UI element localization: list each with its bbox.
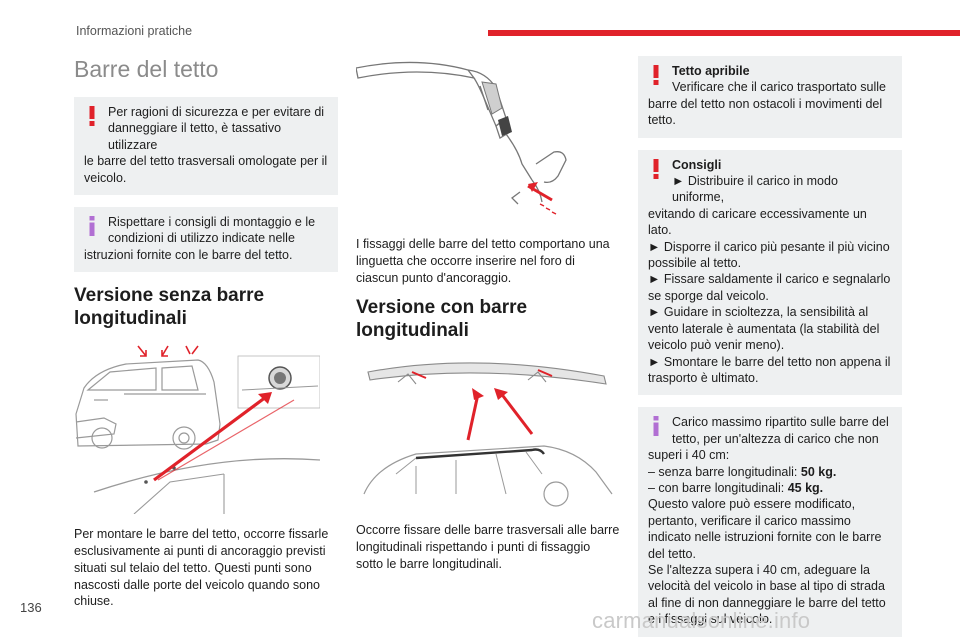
- column-2: I fissaggi delle barre del tetto comport…: [356, 52, 620, 583]
- info-box: Rispettare i consigli di montaggio e le …: [74, 207, 338, 273]
- load-line-1: Carico massimo ripartito sulle barre del: [672, 415, 889, 430]
- warning-line-2: danneggiare il tetto, è tassativo utiliz…: [108, 121, 282, 152]
- advice-line-1-rest: evitando di caricare eccessivamente un l…: [648, 206, 867, 238]
- load-note: Questo valore può essere modificato, per…: [648, 497, 882, 561]
- warning-line-1: Per ragioni di sicurezza e per evitare d…: [108, 105, 325, 119]
- load-item-label: – senza barre longitudinali:: [648, 464, 801, 479]
- load-speed-note: Se l'altezza supera i 40 cm, adeguare la…: [648, 562, 886, 627]
- advice-item: ► Disporre il carico più pesante il più …: [648, 239, 890, 271]
- page-number: 136: [20, 600, 42, 615]
- section-heading-without-rails: Versione senza barre longitudinali: [74, 285, 265, 330]
- advice-line-1: ► Distribuire il carico in modo uniforme…: [672, 174, 838, 205]
- max-load-info-box: Carico massimo ripartito sulle barre del…: [638, 407, 902, 637]
- running-header: Informazioni pratiche: [76, 24, 193, 38]
- fixing-tab-illustration: [356, 61, 567, 215]
- sunroof-text: barre del tetto non ostacoli i movimenti…: [648, 96, 883, 128]
- info-text: istruzioni fornite con le barre del tett…: [84, 247, 293, 262]
- exclamation-icon: [653, 65, 659, 85]
- load-item-without-rails: – senza barre longitudinali: 50 kg.: [648, 464, 892, 480]
- advice-item: ► Smontare le barre del tetto non appena…: [648, 354, 891, 385]
- advice-item: ► Fissare saldamente il carico e segnala…: [648, 272, 891, 303]
- warning-box: Per ragioni di sicurezza e per evitare d…: [74, 97, 338, 196]
- page-title: Barre del tetto: [74, 56, 219, 82]
- sunroof-warning-box: Tetto apribile Verificare che il carico …: [638, 56, 902, 138]
- text-fixing-tab: I fissaggi delle barre del tetto comport…: [356, 237, 610, 285]
- advice-item: ► Guidare in scioltezza, la sensibilità …: [648, 305, 880, 353]
- section-heading-with-rails: Versione con barre longitudinali: [356, 297, 528, 342]
- advice-title: Consigli: [672, 157, 722, 172]
- load-line-2: tetto, per un'altezza di carico che non: [672, 431, 879, 446]
- header-accent-bar: [488, 30, 960, 36]
- load-value-50kg: 50 kg.: [800, 464, 837, 479]
- warning-text: le barre del tetto trasversali omologate…: [84, 154, 328, 185]
- crossbar-on-rails-illustration: [363, 362, 613, 507]
- sunroof-line-1: Verificare che il carico trasportato sul…: [672, 80, 886, 95]
- column-1: Barre del tetto Per ragioni di sicurezza…: [74, 52, 338, 620]
- column-3: Tetto apribile Verificare che il carico …: [638, 56, 902, 640]
- watermark: carmanualsonline.info: [592, 608, 811, 633]
- advice-box: Consigli ► Distribuire il carico in modo…: [638, 149, 902, 396]
- load-item-with-rails: – con barre longitudinali: 45 kg.: [648, 480, 892, 496]
- info-icon: [653, 416, 659, 437]
- exclamation-icon: [653, 158, 659, 179]
- load-item-label: – con barre longitudinali:: [648, 480, 788, 495]
- text-without-rails: Per montare le barre del tetto, occorre …: [74, 527, 329, 609]
- info-line-2: condizioni di utilizzo indicate nelle: [108, 231, 295, 246]
- car-anchor-points-illustration: [75, 345, 320, 515]
- info-icon: [89, 216, 95, 237]
- info-line-1: Rispettare i consigli di montaggio e le: [108, 215, 316, 230]
- sunroof-title: Tetto apribile: [672, 64, 750, 78]
- load-value-45kg: 45 kg.: [787, 480, 824, 495]
- exclamation-icon: [89, 106, 95, 126]
- load-line-3: superi i 40 cm:: [648, 448, 730, 463]
- text-with-rails: Occorre fissare delle barre trasversali …: [356, 523, 620, 571]
